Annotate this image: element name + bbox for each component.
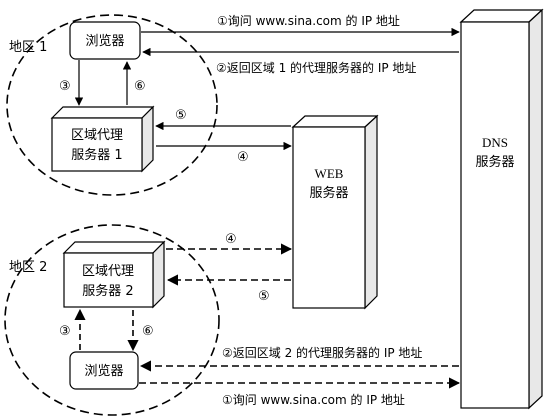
arrow-r1-step5-label: ⑤ [175,108,187,123]
browser-2: 浏览器 [69,351,139,390]
arrow-r2-query-label: ①询问 www.sina.com 的 IP 地址 [222,392,405,407]
proxy-server-2-label-line1: 区域代理 [82,264,134,279]
arrow-r2-step5-label: ⑤ [258,289,270,304]
arrow-r1-return-label: ②返回区域 1 的代理服务器的 IP 地址 [216,60,416,75]
browser-1-label: 浏览器 [85,33,124,49]
arrow-r1-step6-label: ⑥ [134,79,146,94]
proxy-server-1: 区域代理 服务器 1 [50,105,155,173]
region-2-boundary [4,224,220,416]
arrow-r1-step3-label: ③ [59,79,71,94]
dns-server-label-line1: DNS [482,135,508,150]
region-2-label: 地区 2 [9,260,47,275]
region-1-label: 地区 1 [9,40,47,55]
web-server: WEB 服务器 [291,114,379,310]
browser-2-label: 浏览器 [84,363,123,379]
proxy-server-1-label-line1: 区域代理 [71,128,123,143]
proxy-server-2: 区域代理 服务器 2 [62,240,166,309]
browser-1: 浏览器 [69,21,141,60]
dns-server: DNS 服务器 [459,8,544,410]
region-1-boundary [6,14,218,196]
proxy-server-2-label-line2: 服务器 2 [82,283,133,299]
proxy-server-1-label-line2: 服务器 1 [71,147,122,163]
arrow-r2-return-label: ②返回区域 2 的代理服务器的 IP 地址 [222,345,422,360]
arrow-r2-step3-label: ③ [59,324,71,339]
web-server-label-line2: 服务器 [309,185,348,201]
arrow-r1-query-label: ①询问 www.sina.com 的 IP 地址 [217,13,400,28]
arrow-r1-step4-label: ④ [237,150,249,165]
web-server-label-line1: WEB [315,166,344,181]
arrow-r2-step6-label: ⑥ [142,324,154,339]
arrow-r2-step4-label: ④ [225,232,237,247]
dns-server-label-line2: 服务器 [475,154,514,170]
